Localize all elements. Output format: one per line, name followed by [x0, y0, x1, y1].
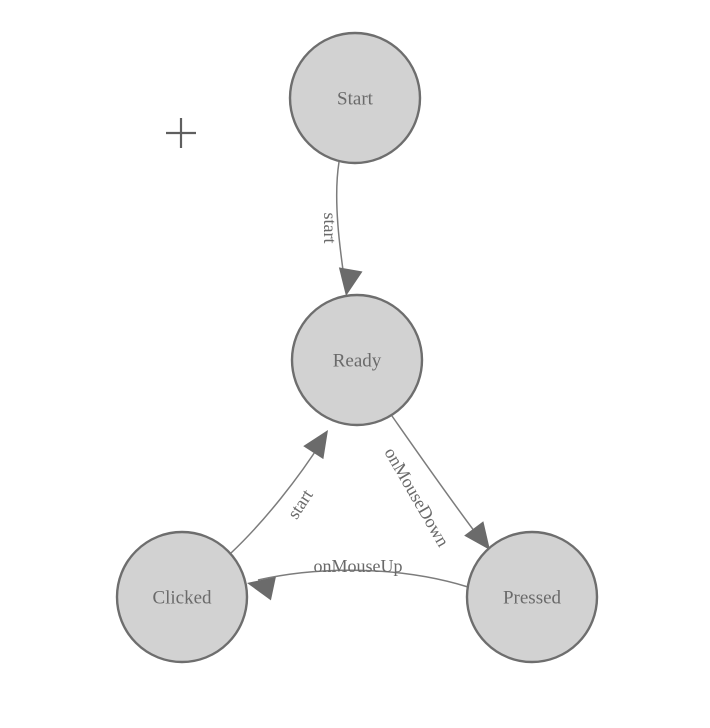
- node-circle[interactable]: [290, 293, 424, 427]
- node-label: Ready: [333, 351, 382, 372]
- edge-line: [391, 415, 482, 541]
- edge-pressed-to-clicked[interactable]: onMouseUp: [245, 556, 469, 601]
- edge-label: start: [283, 486, 317, 523]
- edge-line: [257, 569, 469, 588]
- edge-label: start: [320, 213, 340, 244]
- edge-start-to-ready[interactable]: start: [320, 161, 363, 298]
- arrowhead-icon: [464, 521, 490, 550]
- node-circle[interactable]: [465, 530, 599, 664]
- edge-label: onMouseDown: [381, 444, 454, 550]
- node-circle[interactable]: [115, 530, 249, 664]
- node-label: Start: [337, 89, 374, 110]
- edge-ready-to-pressed[interactable]: onMouseDown: [381, 415, 500, 557]
- edge-line: [230, 440, 323, 554]
- node-pressed[interactable]: Pressed: [465, 530, 599, 664]
- node-circle[interactable]: [288, 31, 422, 165]
- edge-label: onMouseUp: [314, 556, 403, 576]
- node-label: Pressed: [503, 588, 562, 609]
- cursor-layer: [166, 118, 196, 148]
- node-ready[interactable]: Ready: [290, 293, 424, 427]
- arrowhead-icon: [338, 267, 363, 296]
- node-label: Clicked: [152, 588, 212, 609]
- edge-clicked-to-ready[interactable]: start: [230, 423, 338, 554]
- node-start[interactable]: Start: [288, 31, 422, 165]
- node-clicked[interactable]: Clicked: [115, 530, 249, 664]
- arrowhead-icon: [303, 430, 328, 460]
- arrowhead-icon: [247, 576, 276, 601]
- crosshair-marker-icon: [166, 118, 196, 148]
